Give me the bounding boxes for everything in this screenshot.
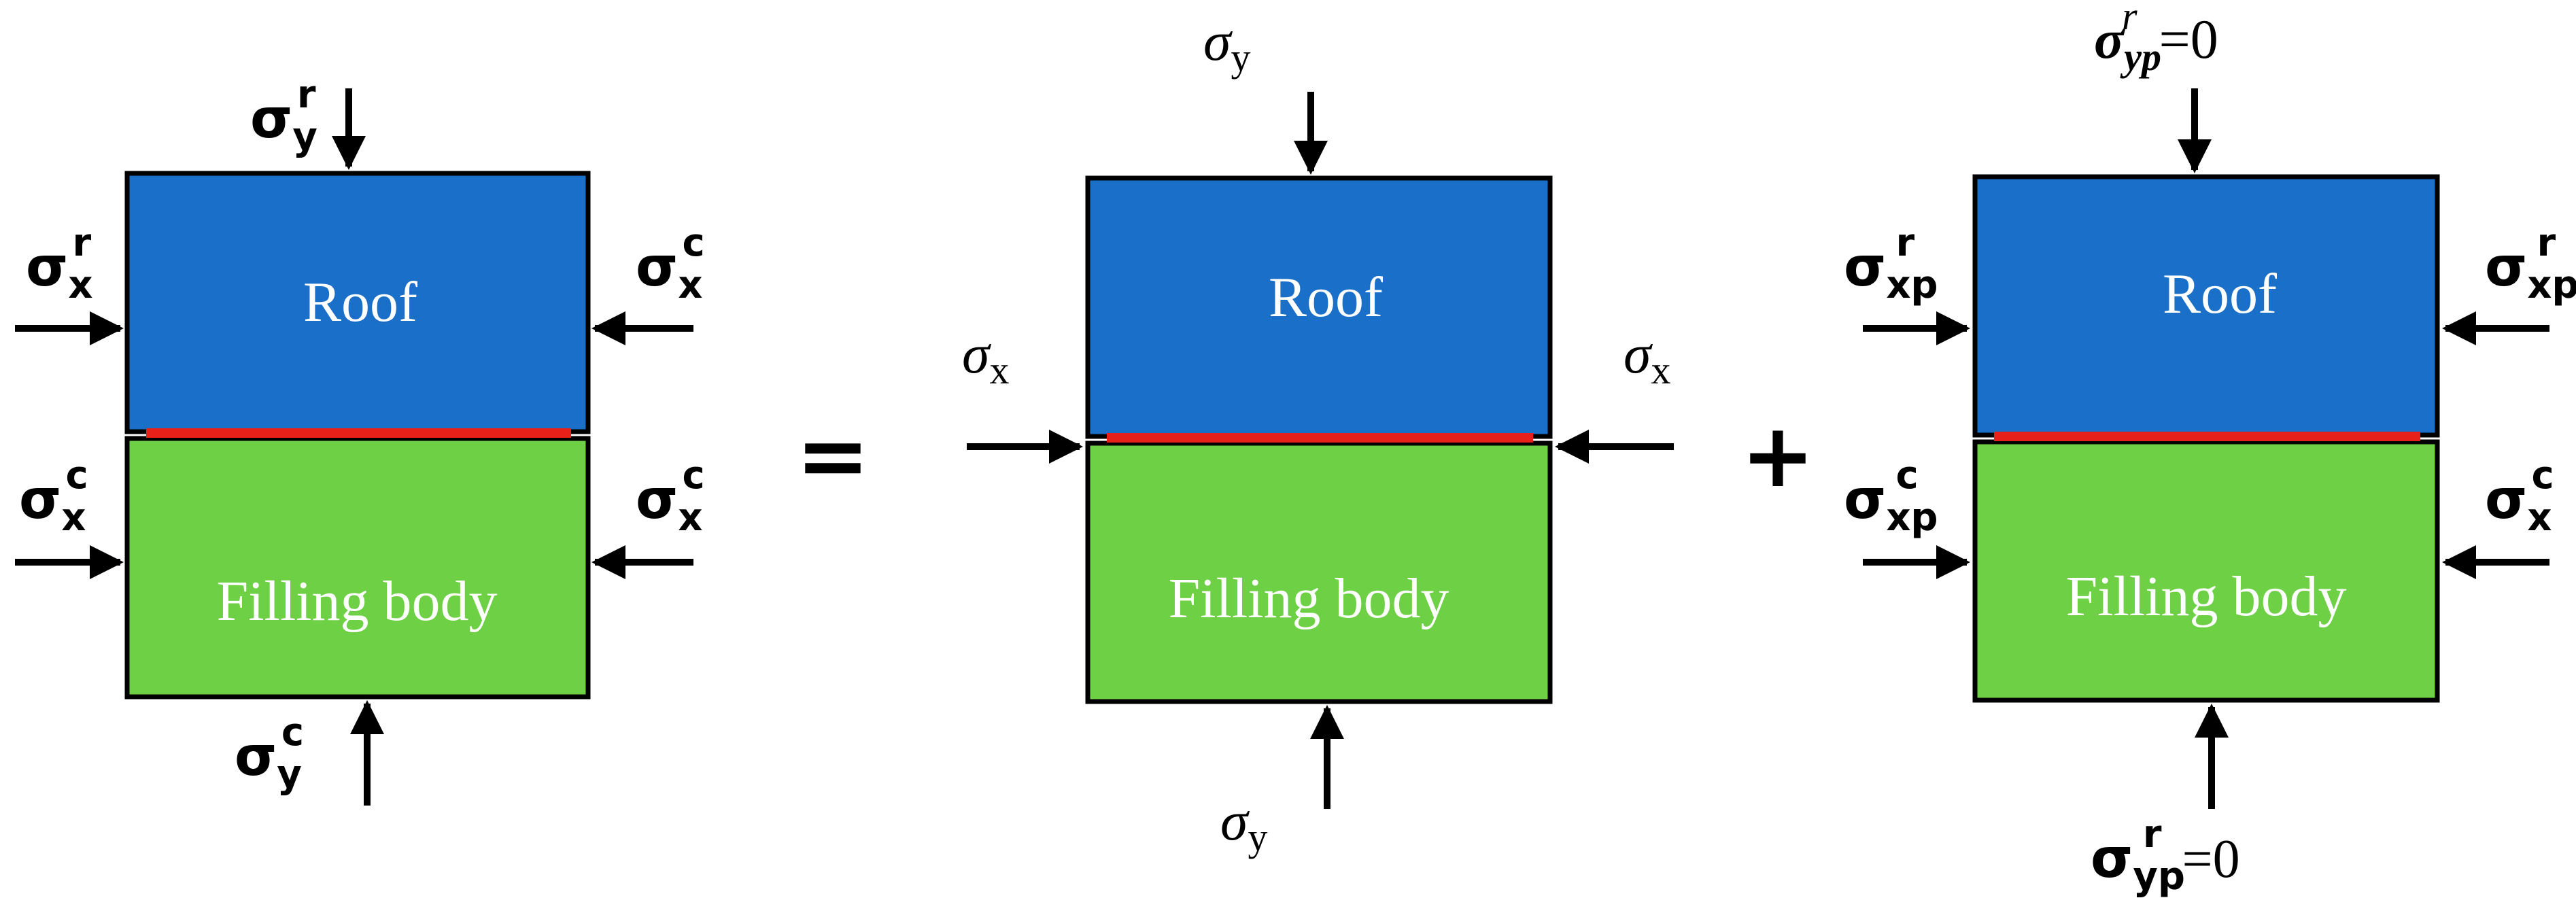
middle-right-label: σx: [1624, 323, 1670, 392]
middle-roof-label: Roof: [1269, 266, 1383, 329]
left-roof-block: [124, 171, 591, 434]
middle-filling-label: Filling body: [1168, 567, 1449, 630]
right-fill-left-label: σxpc: [1844, 453, 1938, 540]
right-roof-label: Roof: [2163, 262, 2277, 326]
plus-sign: +: [1741, 404, 1815, 507]
left-bottom-label: σyc: [235, 710, 304, 797]
right-interface-line: [1994, 432, 2420, 441]
middle-bottom-label: σy: [1220, 790, 1267, 859]
right-roof-left-label: σxpr: [1844, 221, 1938, 307]
left-roof-label: Roof: [303, 271, 417, 334]
left-filling-label: Filling body: [216, 570, 497, 633]
left-filling-block: [124, 436, 591, 700]
middle-interface-line: [1107, 433, 1533, 443]
left-top-label: σyr: [250, 73, 317, 159]
equals-sign: =: [796, 404, 870, 507]
middle-left-label: σx: [962, 323, 1009, 392]
middle-panel: Roof Filling body σy σx σx σy: [962, 10, 1674, 859]
right-filling-block: [1972, 439, 2440, 703]
left-roof-right-label: σxc: [636, 221, 705, 307]
middle-roof-block: [1085, 175, 1553, 439]
right-fill-right-label: σxc: [2485, 453, 2554, 540]
left-panel: Roof Filling body σyr σxr σxc σxc σxc σy…: [15, 73, 705, 806]
right-top-label: σypr=0: [2094, 0, 2218, 79]
left-interface-line: [146, 428, 571, 438]
right-filling-label: Filling body: [2065, 565, 2346, 628]
left-fill-left-label: σxc: [19, 453, 88, 540]
right-roof-block: [1972, 174, 2440, 438]
right-roof-right-label: σxpr: [2485, 221, 2576, 307]
right-panel: Roof Filling body σypr=0 σxpr σxpr σxpc …: [1844, 0, 2576, 899]
middle-filling-block: [1085, 441, 1553, 704]
left-roof-left-label: σxr: [26, 221, 92, 307]
left-fill-right-label: σxc: [636, 453, 705, 540]
middle-top-label: σy: [1203, 10, 1250, 80]
right-bottom-label: σypr=0: [2091, 812, 2240, 899]
